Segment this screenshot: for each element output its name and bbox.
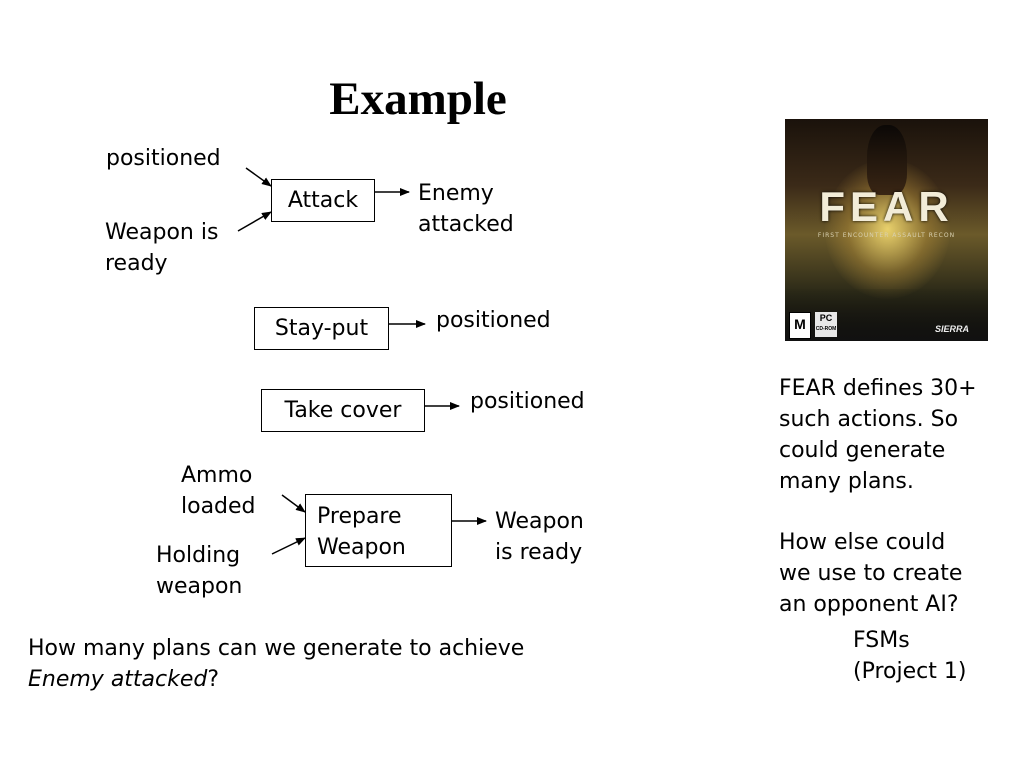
action-box-prepare-weapon: Prepare Weapon: [305, 494, 452, 567]
arrow-holding-to-prepare: [271, 537, 306, 555]
attack-effect-line1: Enemy: [418, 181, 494, 206]
notes-line: an opponent AI?: [779, 592, 959, 617]
cover-figure: [867, 125, 907, 195]
attack-effect: Enemy attacked: [418, 178, 514, 240]
ammo-line1: Ammo: [181, 463, 253, 488]
action-box-stay-put: Stay-put: [254, 307, 389, 350]
attack-precondition-positioned: positioned: [106, 146, 221, 171]
arrow-ammo-to-prepare: [281, 494, 306, 513]
platform-badge: PC CD-ROM: [815, 312, 837, 337]
stay-put-effect: positioned: [436, 308, 551, 333]
question-emphasis: Enemy attacked: [28, 667, 208, 692]
take-cover-effect: positioned: [470, 389, 585, 414]
notes-line: (Project 1): [853, 659, 967, 684]
action-box-attack: Attack: [271, 179, 375, 222]
notes-line: we use to create: [779, 561, 963, 586]
notes-paragraph-1: FEAR defines 30+ such actions. So could …: [779, 373, 977, 497]
attack-pre2-line2: ready: [105, 251, 168, 276]
prepare-effect-line2: is ready: [495, 540, 583, 565]
holding-line1: Holding: [156, 543, 241, 568]
notes-answer: FSMs (Project 1): [853, 625, 966, 687]
notes-line: How else could: [779, 530, 946, 555]
notes-line: FSMs: [853, 628, 910, 653]
publisher-logo: SIERRA: [935, 324, 970, 334]
question-line2: Enemy attacked?: [28, 664, 524, 695]
prepare-line2: Weapon: [317, 535, 406, 560]
notes-line: could generate: [779, 438, 946, 463]
fear-box-art: FEAR FIRST ENCOUNTER ASSAULT RECON M PC …: [785, 119, 988, 341]
arrow-weapon-ready-to-attack: [237, 211, 272, 232]
notes-line: such actions. So: [779, 407, 959, 432]
notes-line: many plans.: [779, 469, 914, 494]
question-text: How many plans can we generate to achiev…: [28, 633, 524, 695]
notes-paragraph-2: How else could we use to create an oppon…: [779, 527, 962, 620]
ammo-line2: loaded: [181, 494, 256, 519]
cover-subtitle: FIRST ENCOUNTER ASSAULT RECON: [817, 232, 956, 239]
question-line1: How many plans can we generate to achiev…: [28, 636, 525, 661]
action-box-take-cover: Take cover: [261, 389, 425, 432]
arrow-positioned-to-attack: [245, 167, 272, 187]
attack-effect-line2: attacked: [418, 212, 514, 237]
prepare-line1: Prepare: [317, 504, 402, 529]
question-mark: ?: [207, 667, 220, 692]
prepare-precondition-holding: Holding weapon: [156, 540, 242, 602]
prepare-precondition-ammo: Ammo loaded: [181, 460, 256, 522]
slide-title: Example: [329, 73, 507, 125]
cover-logo: FEAR: [819, 183, 954, 230]
prepare-effect-line1: Weapon: [495, 509, 584, 534]
holding-line2: weapon: [156, 574, 243, 599]
rating-badge: M: [789, 312, 811, 339]
notes-line: FEAR defines 30+: [779, 376, 977, 401]
attack-precondition-weapon-ready: Weapon is ready: [105, 217, 218, 279]
attack-pre2-line1: Weapon is: [105, 220, 219, 245]
prepare-effect: Weapon is ready: [495, 506, 584, 568]
